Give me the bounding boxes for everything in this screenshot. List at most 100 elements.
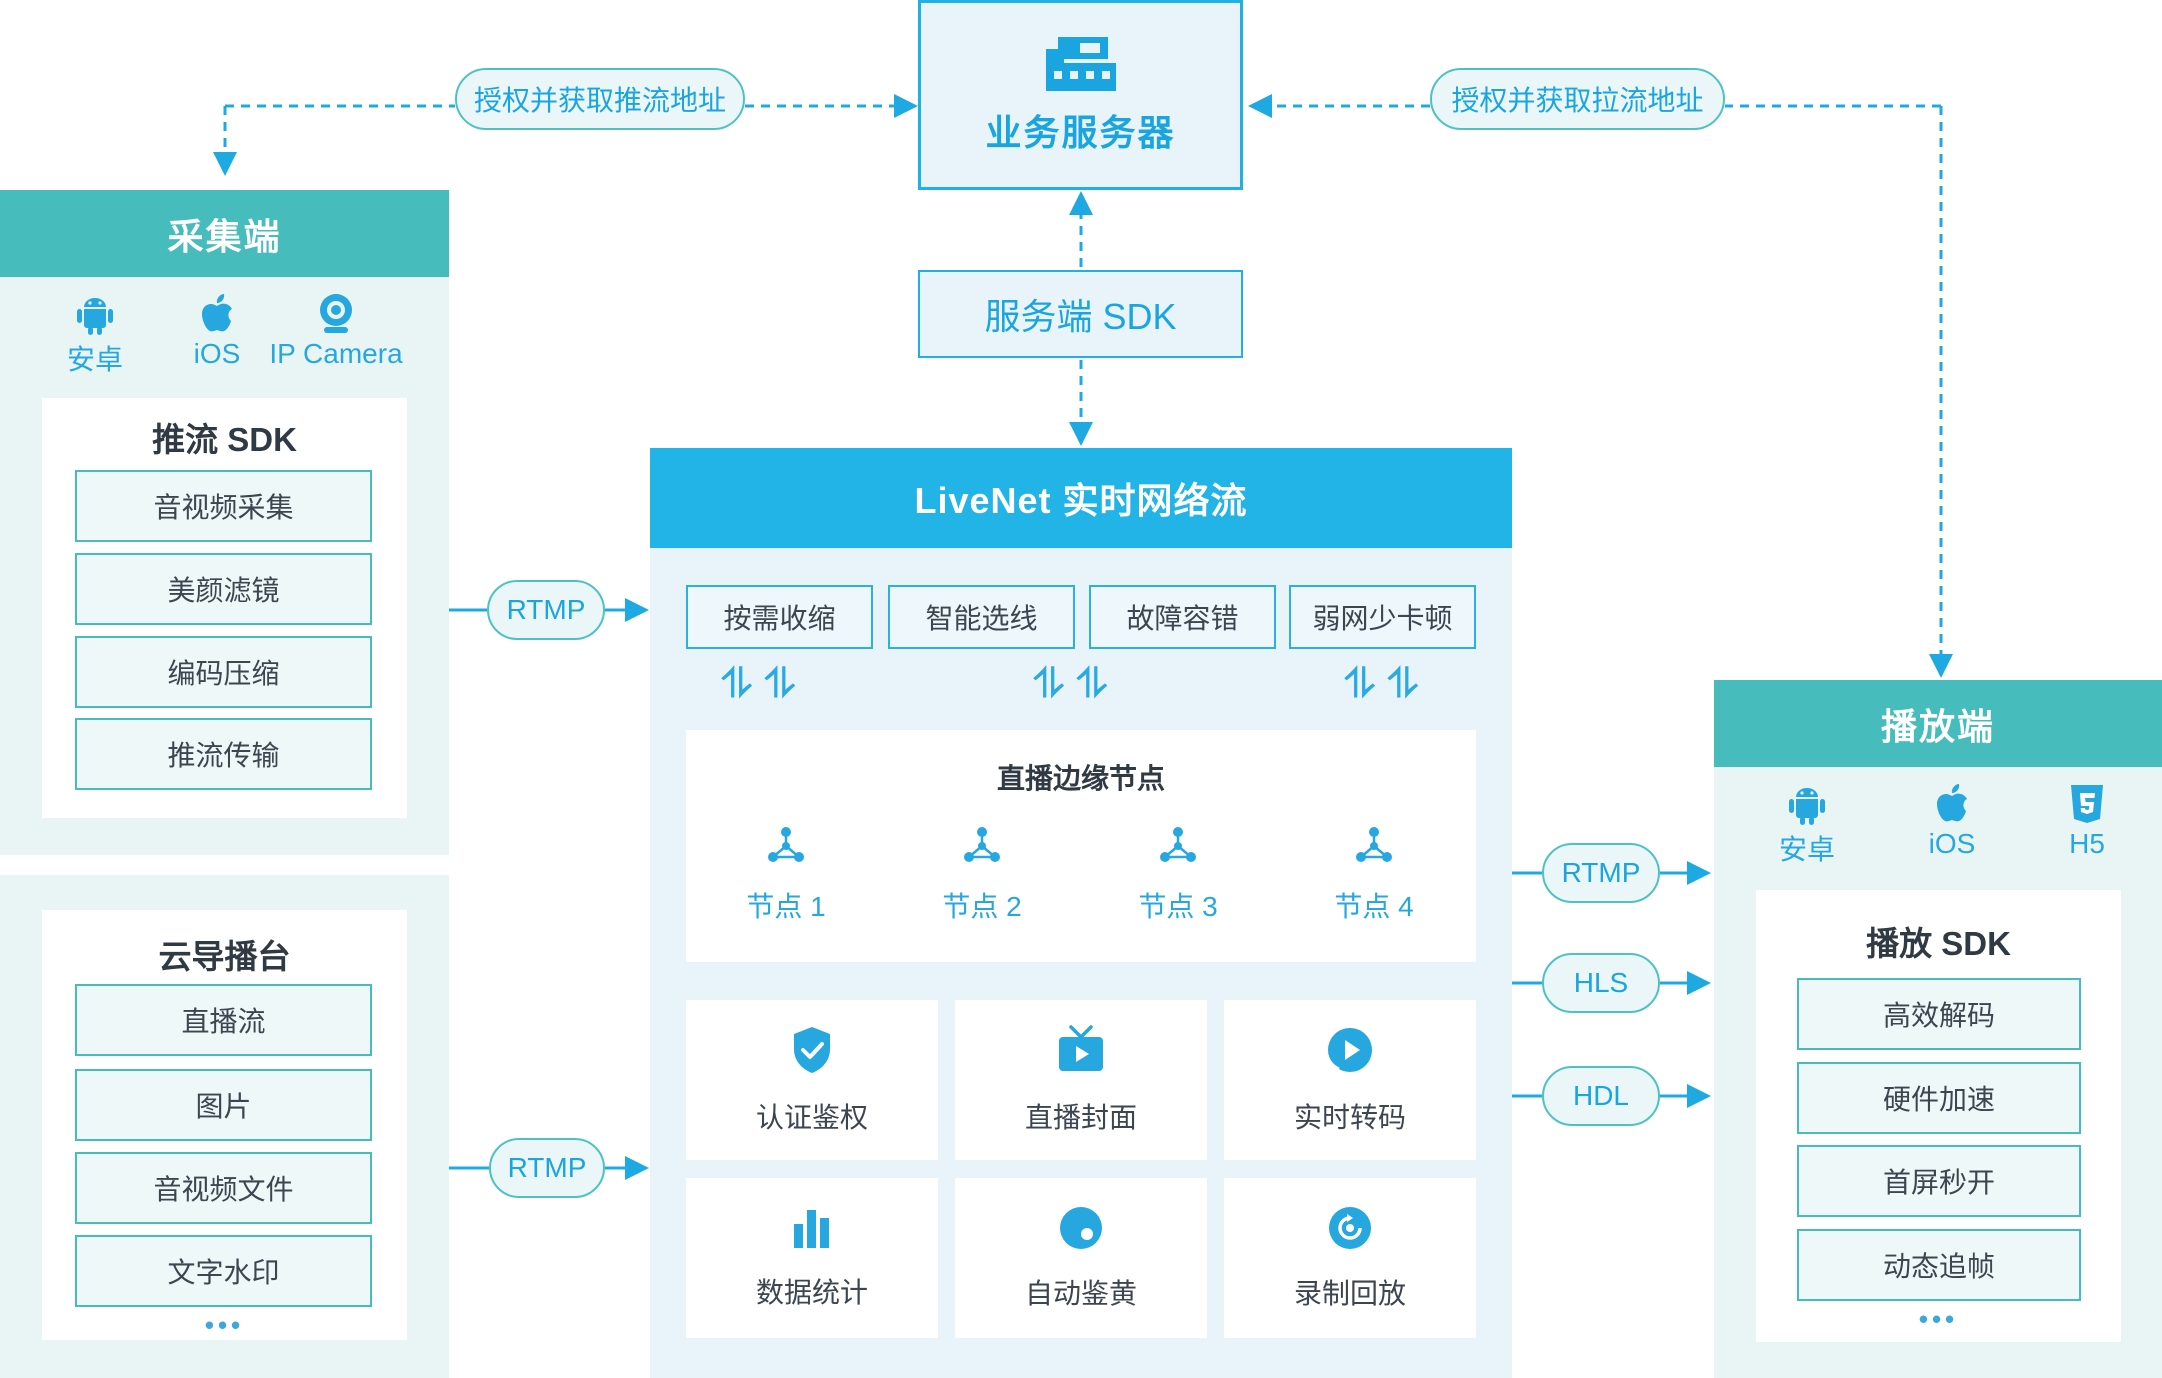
service-card-transcode: 实时转码 [1224, 1000, 1476, 1160]
livenet-feature-label: 智能选线 [925, 603, 1038, 634]
capture-title: 采集端 [167, 215, 282, 257]
capture-platform-ipcamera: IP Camera [262, 290, 410, 370]
push-sdk-title: 推流 SDK [152, 421, 297, 458]
director-item-label: 直播流 [181, 1006, 266, 1037]
sync-arrows-icon: ⥮⥮ [722, 662, 809, 706]
android-icon [40, 290, 150, 338]
output-hls-pill: HLS [1542, 953, 1660, 1013]
rtmp-push-pill-capture: RTMP [487, 580, 605, 640]
director-item: 直播流 [75, 984, 372, 1056]
push-sdk-item: 推流传输 [75, 718, 372, 790]
player-more-dots: ••• [1918, 1304, 1959, 1334]
player-header: 播放端 [1714, 680, 2162, 767]
edge-node-label: 节点 3 [1138, 891, 1218, 922]
edge-node-label: 节点 2 [942, 891, 1022, 922]
push-sdk-item: 编码压缩 [75, 636, 372, 708]
livenet-feature: 弱网少卡顿 [1289, 585, 1476, 649]
player-platform-label: 安卓 [1778, 834, 1835, 865]
push-sdk-item-label: 推流传输 [167, 740, 280, 771]
push-sdk-item-label: 编码压缩 [167, 658, 280, 689]
director-more-dots: ••• [204, 1310, 245, 1340]
player-sdk-item: 首屏秒开 [1797, 1145, 2081, 1217]
shield-check-icon [790, 1025, 834, 1080]
push-auth-pill: 授权并获取推流地址 [455, 68, 745, 130]
livenet-title: LiveNet 实时网络流 [914, 480, 1248, 521]
player-platform-h5: H5 [2032, 780, 2142, 860]
apple-icon [1897, 780, 2007, 828]
capture-header: 采集端 [0, 190, 449, 277]
apple-icon [162, 290, 272, 338]
edge-node: 节点 2 [922, 826, 1042, 925]
webcam-icon [262, 290, 410, 338]
player-sdk-item: 硬件加速 [1797, 1062, 2081, 1134]
capture-platform-label: IP Camera [269, 338, 403, 369]
director-item: 音视频文件 [75, 1152, 372, 1224]
pull-auth-label: 授权并获取拉流地址 [1451, 85, 1704, 116]
service-card-stats: 数据统计 [686, 1178, 938, 1338]
livenet-feature-label: 按需收缩 [723, 603, 836, 634]
service-label: 实时转码 [1293, 1101, 1406, 1133]
push-sdk-item-label: 音视频采集 [153, 492, 294, 523]
node-network-icon [922, 826, 1042, 871]
director-item: 图片 [75, 1069, 372, 1141]
edge-nodes-card [686, 730, 1476, 962]
livenet-feature: 智能选线 [888, 585, 1075, 649]
output-rtmp-pill: RTMP [1542, 843, 1660, 903]
server-sdk-label: 服务端 SDK [984, 296, 1177, 337]
service-label: 认证鉴权 [755, 1101, 868, 1133]
html5-icon [2032, 780, 2142, 828]
rtmp-push-label: RTMP [506, 594, 586, 625]
edge-node-label: 节点 1 [746, 891, 826, 922]
node-network-icon [1118, 826, 1238, 871]
rtmp-push-pill-director: RTMP [489, 1138, 605, 1198]
output-hdl-pill: HDL [1542, 1066, 1660, 1126]
edge-node: 节点 1 [726, 826, 846, 925]
player-sdk-item: 动态追帧 [1797, 1229, 2081, 1301]
service-label: 直播封面 [1024, 1101, 1137, 1133]
business-server-box: 业务服务器 [918, 0, 1243, 190]
director-item: 文字水印 [75, 1235, 372, 1307]
business-server-label: 业务服务器 [985, 111, 1176, 153]
livenet-feature-label: 故障容错 [1126, 603, 1239, 634]
push-auth-label: 授权并获取推流地址 [473, 85, 726, 116]
output-protocol-label: HLS [1573, 967, 1629, 998]
player-platform-label: H5 [2069, 828, 2105, 859]
transcode-play-icon [1325, 1025, 1375, 1080]
sync-arrows-icon: ⥮⥮ [1345, 662, 1432, 706]
player-sdk-item-label: 动态追帧 [1882, 1251, 1995, 1282]
output-protocol-label: HDL [1572, 1080, 1629, 1111]
edge-node: 节点 3 [1118, 826, 1238, 925]
capture-platform-label: iOS [193, 338, 241, 369]
player-platform-android: 安卓 [1752, 780, 1862, 868]
push-sdk-item: 音视频采集 [75, 470, 372, 542]
tv-play-icon [1057, 1024, 1105, 1080]
service-card-replay: 录制回放 [1224, 1178, 1476, 1338]
android-icon [1752, 780, 1862, 828]
director-item-label: 文字水印 [167, 1257, 280, 1288]
director-item-label: 音视频文件 [153, 1174, 294, 1205]
livenet-feature: 按需收缩 [686, 585, 873, 649]
pull-auth-pill: 授权并获取拉流地址 [1430, 68, 1725, 130]
node-network-icon [726, 826, 846, 871]
player-sdk-item: 高效解码 [1797, 978, 2081, 1050]
director-title: 云导播台 [158, 938, 291, 975]
edge-node-label: 节点 4 [1334, 891, 1414, 922]
edge-nodes-title: 直播边缘节点 [996, 763, 1165, 794]
service-label: 自动鉴黄 [1024, 1277, 1137, 1309]
replay-icon [1327, 1205, 1373, 1256]
player-sdk-item-label: 高效解码 [1882, 1000, 1995, 1031]
service-card-moderation: 自动鉴黄 [955, 1178, 1207, 1338]
livenet-feature-label: 弱网少卡顿 [1312, 603, 1453, 634]
capture-platform-label: 安卓 [66, 344, 123, 375]
push-sdk-item: 美颜滤镜 [75, 553, 372, 625]
service-label: 数据统计 [755, 1276, 868, 1308]
output-protocol-label: RTMP [1561, 857, 1641, 888]
node-network-icon [1314, 826, 1434, 871]
player-sdk-item-label: 首屏秒开 [1882, 1167, 1995, 1198]
livenet-header: LiveNet 实时网络流 [650, 448, 1512, 548]
capture-platform-ios: iOS [162, 290, 272, 370]
edge-node: 节点 4 [1314, 826, 1434, 925]
service-label: 录制回放 [1293, 1277, 1406, 1309]
sync-arrows-icon: ⥮⥮ [1034, 662, 1121, 706]
player-title: 播放端 [1880, 705, 1995, 747]
